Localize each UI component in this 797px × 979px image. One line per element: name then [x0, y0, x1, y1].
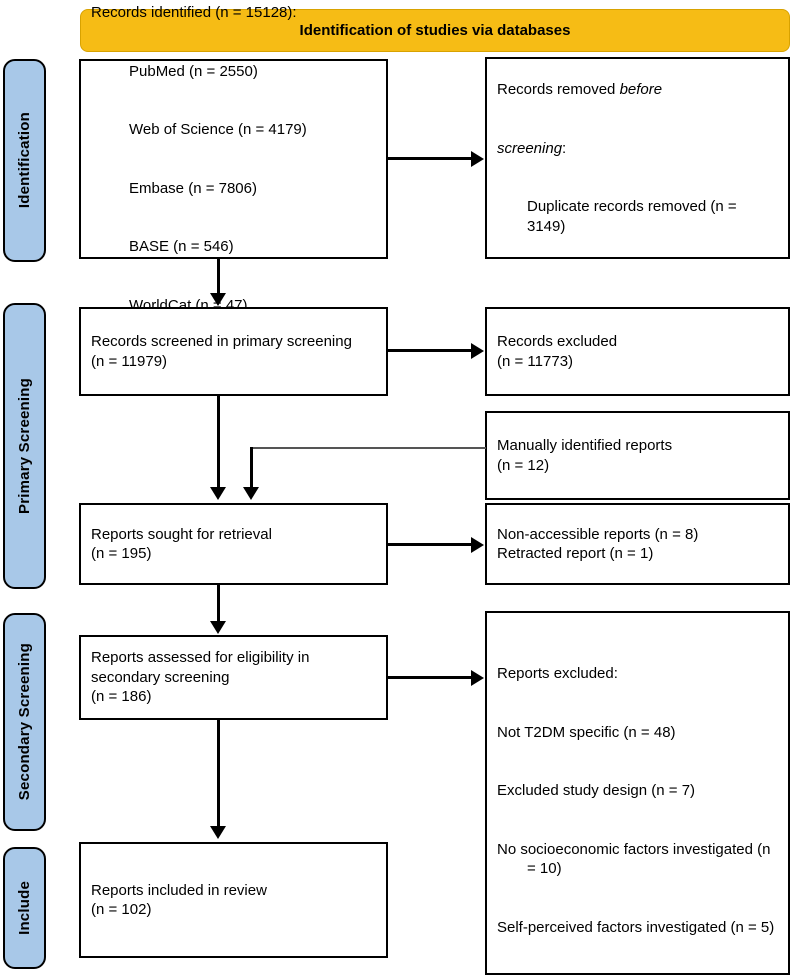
connector-screened-to-sought: [217, 396, 220, 489]
stage-pill-identification-label: Identification: [16, 112, 33, 209]
reports-not-retrieved-text: Non-accessible reports (n = 8) Retracted…: [497, 525, 699, 563]
reports-excluded-item: Excluded study design (n = 7): [497, 782, 696, 799]
arrowhead-assessed-to-excluded: [471, 670, 484, 686]
box-records-identified: Records identified (n = 15128): PubMed (…: [79, 4, 388, 314]
records-identified-head: Records identified (n = 15128):: [91, 4, 297, 21]
records-removed-line2-em: screening: [497, 139, 563, 157]
records-removed-line2: screening:: [497, 139, 778, 159]
records-removed-item: Duplicate records removed (n = 3149): [527, 198, 741, 235]
box-records-screened: Records screened in primary screening (n…: [79, 307, 388, 396]
connector-manual-vertical: [250, 447, 253, 489]
connector-manual-horizontal: [250, 447, 486, 449]
arrowhead-sought-to-assessed: [210, 621, 226, 634]
arrowhead-identified-to-removed: [471, 151, 484, 167]
arrowhead-identified-to-screened: [210, 293, 226, 306]
arrowhead-screened-to-excluded: [471, 343, 484, 359]
records-removed-line1: Records removed before: [497, 80, 778, 100]
connector-sought-to-not-retrieved: [388, 543, 472, 546]
reports-excluded-item: Not T2DM specific (n = 48): [497, 723, 676, 741]
reports-excluded-item: Adherence not as an outcome (n = 5): [497, 976, 778, 979]
records-removed-line2-post: :: [562, 139, 567, 157]
records-excluded-text: Records excluded (n = 11773): [497, 333, 618, 370]
connector-assessed-to-excluded: [388, 676, 472, 679]
reports-sought-text: Reports sought for retrieval (n = 195): [91, 525, 272, 563]
stage-pill-identification: Identification: [3, 59, 46, 262]
stage-pill-primary-screening-label: Primary Screening: [16, 378, 33, 514]
arrowhead-manual-to-sought: [243, 487, 259, 500]
records-removed-line1-pre: Records removed: [497, 81, 620, 98]
connector-sought-to-assessed: [217, 585, 220, 623]
connector-identified-to-screened: [217, 259, 220, 295]
arrowhead-assessed-to-included: [210, 826, 226, 839]
records-identified-item: BASE (n = 546): [129, 238, 234, 255]
stage-pill-include: Include: [3, 847, 46, 969]
connector-assessed-to-included: [217, 720, 220, 828]
stage-pill-secondary-screening-label: Secondary Screening: [16, 643, 33, 801]
records-identified-item: Embase (n = 7806): [129, 179, 257, 197]
reports-excluded-item: Self-perceived factors investigated (n =…: [497, 918, 775, 936]
reports-excluded-item: No socioeconomic factors investigated (n…: [497, 840, 775, 878]
stage-pill-secondary-screening: Secondary Screening: [3, 613, 46, 831]
manually-identified-text: Manually identified reports (n = 12): [497, 437, 673, 474]
banner-title: Identification of studies via databases: [299, 22, 571, 39]
box-reports-not-retrieved: Non-accessible reports (n = 8) Retracted…: [485, 503, 790, 585]
reports-assessed-text: Reports assessed for eligibility in seco…: [91, 649, 310, 706]
box-records-excluded: Records excluded (n = 11773): [485, 307, 790, 396]
reports-included-text: Reports included in review (n = 102): [91, 881, 267, 919]
box-reports-excluded-detailed: Reports excluded: Not T2DM specific (n =…: [485, 611, 790, 979]
banner-identification-via-databases: Identification of studies via databases: [80, 9, 790, 52]
reports-excluded-head: Reports excluded:: [497, 665, 618, 682]
box-reports-sought: Reports sought for retrieval (n = 195): [79, 503, 388, 585]
arrowhead-sought-to-not-retrieved: [471, 537, 484, 553]
records-removed-line1-em: before: [619, 81, 663, 98]
box-records-removed-before-screening: Records removed before screening: Duplic…: [485, 57, 790, 259]
stage-pill-primary-screening: Primary Screening: [3, 303, 46, 589]
records-identified-item: Web of Science (n = 4179): [129, 121, 307, 138]
box-reports-assessed: Reports assessed for eligibility in seco…: [79, 635, 388, 720]
box-reports-included: Reports included in review (n = 102): [79, 842, 388, 958]
arrowhead-screened-to-sought: [210, 487, 226, 500]
stage-pill-include-label: Include: [16, 881, 33, 935]
connector-identified-to-removed: [388, 157, 472, 160]
connector-screened-to-excluded: [388, 349, 472, 352]
box-manually-identified-reports: Manually identified reports (n = 12): [485, 411, 790, 500]
records-identified-item: PubMed (n = 2550): [129, 62, 258, 80]
records-screened-text: Records screened in primary screening (n…: [91, 333, 352, 370]
